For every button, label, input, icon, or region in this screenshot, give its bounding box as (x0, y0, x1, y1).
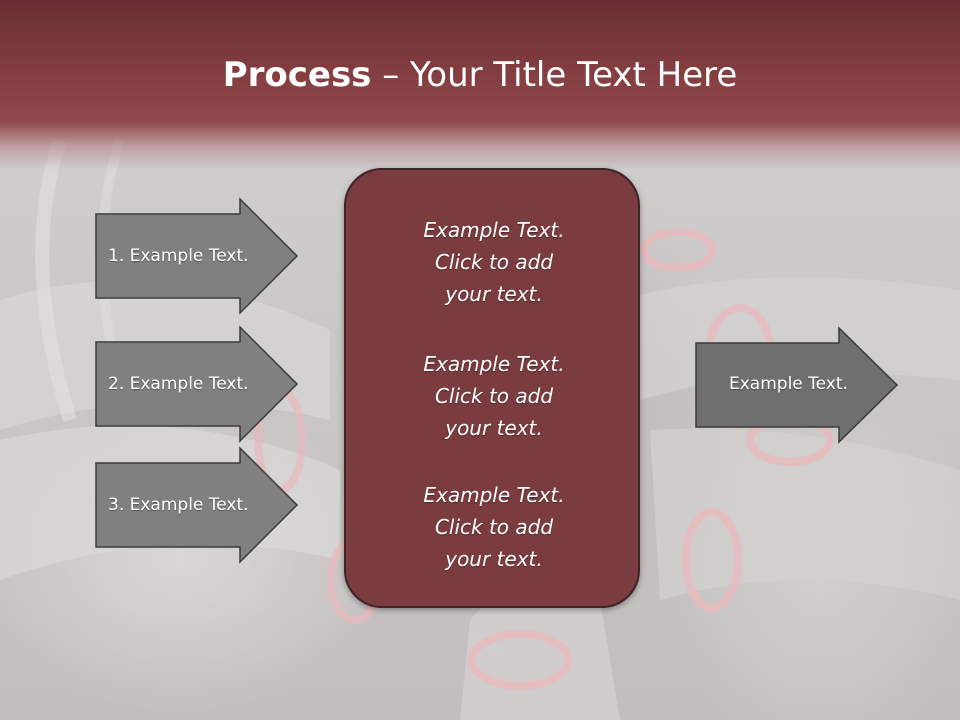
center-block-2-line-2: Click to add (434, 384, 554, 408)
left-arrow-2-shape[interactable] (95, 325, 299, 443)
left-arrow-3-label[interactable]: 3. Example Text. (108, 495, 249, 515)
center-block-1-line-1: Example Text. (423, 218, 565, 242)
slide-title: Process – Your Title Text Here (0, 52, 960, 98)
center-text-block-3[interactable]: Example Text. Click to add your text. (346, 479, 642, 575)
center-block-1-line-2: Click to add (434, 250, 554, 274)
title-bar (0, 0, 960, 170)
center-block-2-line-3: your text. (445, 416, 543, 440)
left-arrow-2-label[interactable]: 2. Example Text. (108, 374, 249, 394)
center-block-1-line-3: your text. (445, 282, 543, 306)
center-block-3-line-1: Example Text. (423, 483, 565, 507)
right-arrow-label[interactable]: Example Text. (729, 374, 848, 394)
right-arrow-shape[interactable] (695, 326, 899, 444)
center-text-block-2[interactable]: Example Text. Click to add your text. (346, 348, 642, 444)
center-text-block-1[interactable]: Example Text. Click to add your text. (346, 214, 642, 310)
left-arrow-1-shape[interactable] (95, 197, 299, 315)
center-block-3-line-3: your text. (445, 547, 543, 571)
center-block-2-line-1: Example Text. (423, 352, 565, 376)
center-text-box[interactable]: Example Text. Click to add your text. Ex… (344, 168, 640, 608)
left-arrow-1-label[interactable]: 1. Example Text. (108, 246, 249, 266)
title-rest: – Your Title Text Here (371, 55, 738, 95)
left-arrow-3-shape[interactable] (95, 446, 299, 564)
center-block-3-line-2: Click to add (434, 515, 554, 539)
title-bold: Process (222, 55, 372, 95)
